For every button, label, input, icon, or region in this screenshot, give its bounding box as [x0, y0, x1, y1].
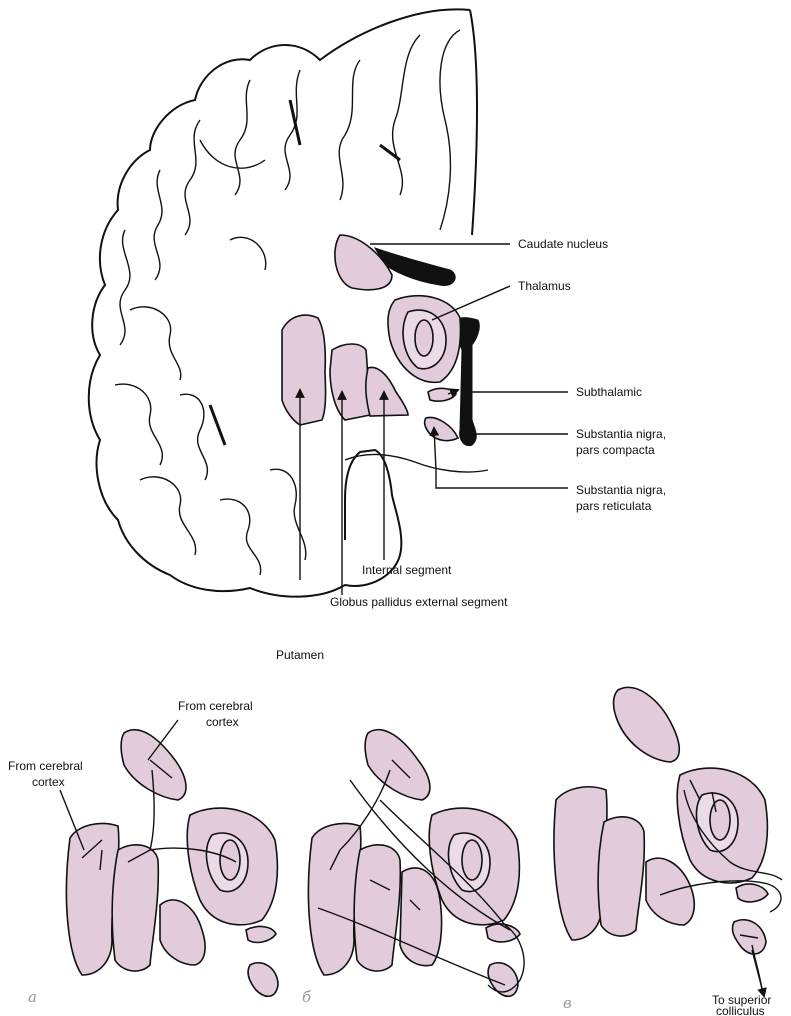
putamen: [282, 315, 326, 425]
label-subthalamic: Subthalamic: [576, 385, 642, 399]
label-snr-line2: pars reticulata: [576, 499, 652, 513]
panel-c: To superior colliculus в: [554, 687, 782, 1016]
coronal-section: Caudate nucleus Thalamus Subthalamic Sub…: [89, 9, 666, 662]
label-putamen: Putamen: [276, 648, 324, 662]
panel-a-gpi: [160, 900, 205, 965]
panel-a-label-cortex-1-line2: cortex: [32, 775, 65, 789]
label-globus-pallidus-external: Globus pallidus external segment: [330, 595, 508, 609]
thalamus: [388, 296, 461, 383]
panel-c-gpe: [598, 817, 644, 936]
panel-a-putamen: [66, 823, 118, 975]
panel-a-label-cortex-2-line2: cortex: [206, 715, 239, 729]
panel-a-thalamus: [187, 808, 277, 925]
panel-b-putamen: [308, 823, 360, 975]
substantia-nigra: [425, 417, 458, 440]
panel-b-letter: б: [302, 988, 312, 1006]
panel-a-label-cortex-2-line1: From cerebral: [178, 699, 253, 713]
panel-b-gpe: [354, 845, 400, 971]
leader-snr: [436, 470, 568, 488]
panel-b: б: [302, 730, 524, 1006]
label-internal-segment: Internal segment: [362, 563, 452, 577]
panel-c-thalamus: [677, 768, 767, 883]
label-snc-line2: pars compacta: [576, 443, 655, 457]
label-snc-line1: Substantia nigra,: [576, 427, 666, 441]
panel-c-letter: в: [563, 994, 572, 1012]
subthalamic-nucleus: [428, 388, 456, 401]
panel-c-label-sc-line2: colliculus: [716, 1004, 765, 1016]
panel-a-gpe: [112, 845, 158, 971]
panel-a-subthalamic: [246, 927, 276, 943]
label-snr-line1: Substantia nigra,: [576, 483, 666, 497]
panel-a-nigra: [248, 963, 278, 997]
panel-c-subthalamic: [736, 884, 768, 902]
panel-a: From cerebral cortex From cerebral corte…: [8, 699, 278, 1006]
label-caudate-nucleus: Caudate nucleus: [518, 237, 608, 251]
panel-a-letter: a: [28, 988, 37, 1006]
panel-c-caudate: [614, 687, 680, 762]
globus-pallidus-internal: [366, 367, 408, 416]
label-thalamus: Thalamus: [518, 279, 571, 293]
panel-a-label-cortex-1-line1: From cerebral: [8, 759, 83, 773]
panel-c-superior-colliculus-arrow: [752, 950, 764, 996]
